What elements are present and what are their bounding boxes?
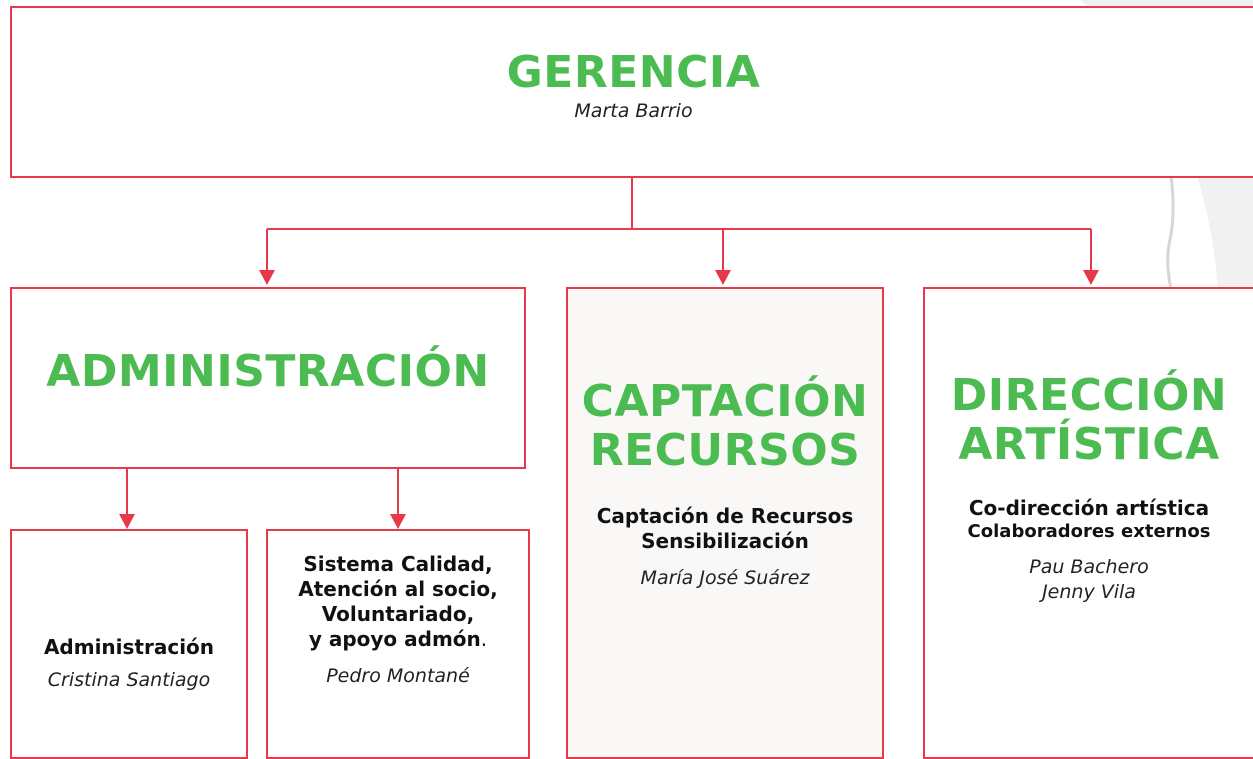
admin-child-2-role-line-3: Voluntariado, <box>321 602 475 626</box>
captacion-title-line-2: RECURSOS <box>589 425 861 477</box>
direccion-person-1: Pau Bachero <box>1029 556 1149 579</box>
arrow-to-admin-child-1 <box>119 514 135 529</box>
admin-child-calidad: Sistema Calidad, Atención al socio, Volu… <box>266 529 530 759</box>
admin-child-2-role-suffix: . <box>480 627 488 651</box>
captacion-role-line-1: Captación de Recursos <box>596 503 854 528</box>
captacion-role-line-2: Sensibilización <box>641 528 809 553</box>
direccion-box: DIRECCIÓN ARTÍSTICA Co-dirección artísti… <box>923 287 1253 759</box>
admin-child-2-role-line-1: Sistema Calidad, <box>303 552 493 576</box>
gerencia-person: Marta Barrio <box>574 100 693 123</box>
direccion-role-line-1: Co-dirección artística <box>968 495 1210 520</box>
direccion-person-2: Jenny Vila <box>1042 580 1136 603</box>
admin-child-2-role-line-4-wrap: y apoyo admón. <box>309 627 487 652</box>
admin-child-administracion: Administración Cristina Santiago <box>10 529 248 759</box>
admin-child-1-role: Administración <box>43 635 215 659</box>
admin-child-2-role-line-4: y apoyo admón <box>308 627 481 651</box>
direccion-title-line-2: ARTÍSTICA <box>958 419 1220 471</box>
arrow-to-admin-child-2 <box>390 514 406 529</box>
arrow-to-administracion <box>259 270 275 285</box>
admin-child-2-role-line-2: Atención al socio, <box>298 577 498 601</box>
gerencia-title: GERENCIA <box>506 47 761 98</box>
captacion-person: María José Suárez <box>640 566 810 589</box>
captacion-title-line-1: CAPTACIÓN <box>581 376 869 427</box>
direccion-role-line-2: Colaboradores externos <box>967 520 1211 542</box>
captacion-box: CAPTACIÓN RECURSOS Captación de Recursos… <box>566 287 884 759</box>
admin-child-2-person: Pedro Montané <box>326 665 470 687</box>
administracion-title: ADMINISTRACIÓN <box>46 346 490 397</box>
direccion-title-line-1: DIRECCIÓN <box>950 370 1228 421</box>
arrow-to-captacion <box>715 270 731 285</box>
admin-child-1-person: Cristina Santiago <box>47 669 211 691</box>
gerencia-box: GERENCIA Marta Barrio <box>10 6 1253 178</box>
arrow-to-direccion <box>1083 270 1099 285</box>
administracion-box: ADMINISTRACIÓN <box>10 287 526 469</box>
